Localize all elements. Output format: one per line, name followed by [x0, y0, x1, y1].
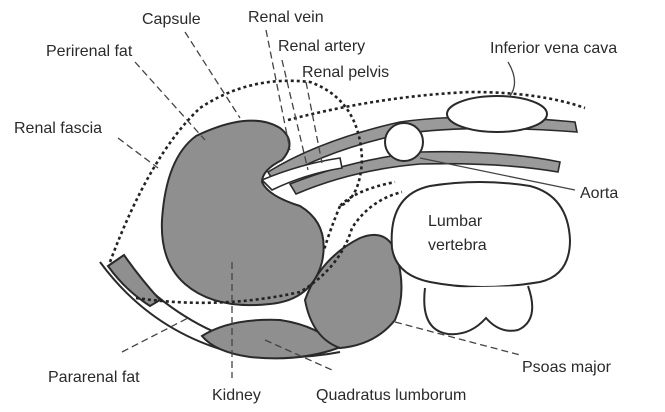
leader-perirenal-fat	[135, 62, 205, 140]
inferior-vena-cava	[447, 96, 547, 132]
lumbar-vertebra-process	[424, 286, 532, 334]
kidney	[162, 121, 324, 305]
lumbar-vertebra-body	[392, 182, 570, 287]
leader-pararenal-fat	[122, 318, 188, 352]
leader-inferior-vena-cava	[508, 62, 515, 96]
label-kidney: Kidney	[212, 387, 261, 404]
leader-capsule	[185, 32, 240, 118]
label-quadratus-lumborum: Quadratus lumborum	[316, 387, 466, 404]
label-aorta: Aorta	[580, 185, 618, 202]
label-perirenal-fat: Perirenal fat	[46, 43, 133, 60]
label-pararenal-fat: Pararenal fat	[48, 369, 140, 386]
label-renal-artery: Renal artery	[278, 38, 365, 55]
label-renal-vein: Renal vein	[248, 9, 324, 26]
label-capsule: Capsule	[142, 11, 201, 28]
aorta	[385, 123, 423, 161]
leader-renal-fascia	[118, 138, 158, 168]
label-renal-pelvis: Renal pelvis	[302, 64, 389, 81]
label-lumbar: Lumbar	[428, 213, 483, 230]
label-renal-fascia: Renal fascia	[14, 120, 102, 137]
label-vertebra: vertebra	[428, 237, 487, 254]
label-psoas-major: Psoas major	[522, 359, 612, 376]
label-inferior-vena-cava: Inferior vena cava	[490, 40, 617, 57]
